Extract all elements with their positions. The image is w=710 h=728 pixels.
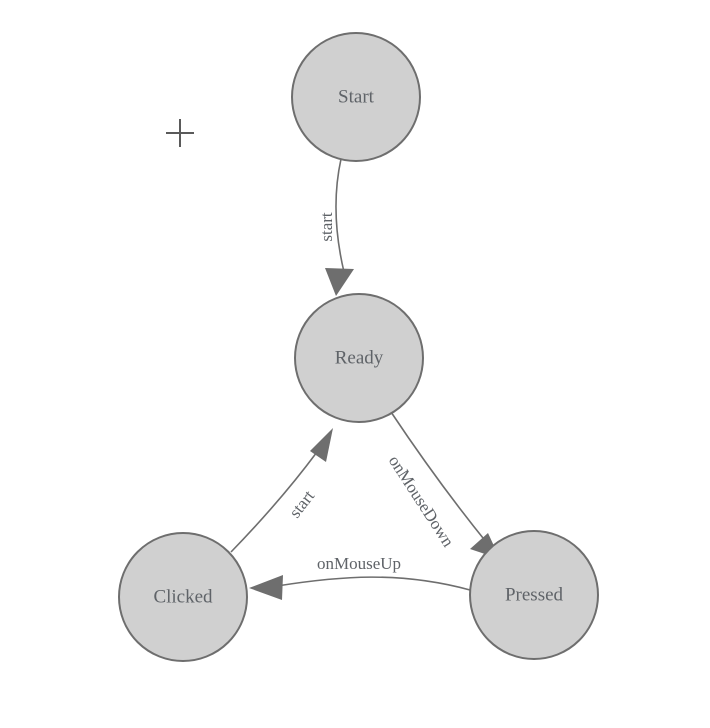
node-start[interactable]: Start (291, 32, 421, 162)
node-clicked[interactable]: Clicked (118, 532, 248, 662)
edge-pressed-to-clicked-label: onMouseUp (317, 554, 401, 573)
node-ready[interactable]: Ready (294, 293, 424, 423)
node-start-label: Start (338, 86, 375, 107)
edge-pressed-to-clicked-path (276, 576, 471, 591)
node-clicked-circle (118, 532, 248, 662)
edge-clicked-to-ready[interactable]: start (230, 428, 333, 553)
node-ready-circle (294, 293, 424, 423)
edge-clicked-to-ready-path (230, 451, 318, 553)
edge-start-to-ready-path (335, 158, 345, 273)
edge-clicked-to-ready-arrowhead (310, 428, 333, 462)
edge-start-to-ready-label: start (317, 212, 336, 242)
edge-ready-to-pressed[interactable]: onMouseDown (385, 411, 500, 559)
edge-pressed-to-clicked[interactable]: onMouseUp (249, 554, 471, 600)
crosshair-icon[interactable] (166, 119, 194, 147)
edge-start-to-ready[interactable]: start (317, 158, 354, 296)
node-pressed-circle (469, 530, 599, 660)
edge-pressed-to-clicked-arrowhead (249, 575, 283, 600)
node-clicked-label: Clicked (153, 586, 213, 607)
edge-clicked-to-ready-label: start (285, 486, 318, 521)
node-pressed[interactable]: Pressed (469, 530, 599, 660)
edge-ready-to-pressed-label: onMouseDown (385, 452, 458, 551)
node-ready-label: Ready (335, 347, 384, 368)
node-start-circle (291, 32, 421, 162)
edge-ready-to-pressed-path (390, 411, 488, 544)
edge-start-to-ready-arrowhead (325, 268, 354, 296)
node-pressed-label: Pressed (505, 584, 564, 605)
